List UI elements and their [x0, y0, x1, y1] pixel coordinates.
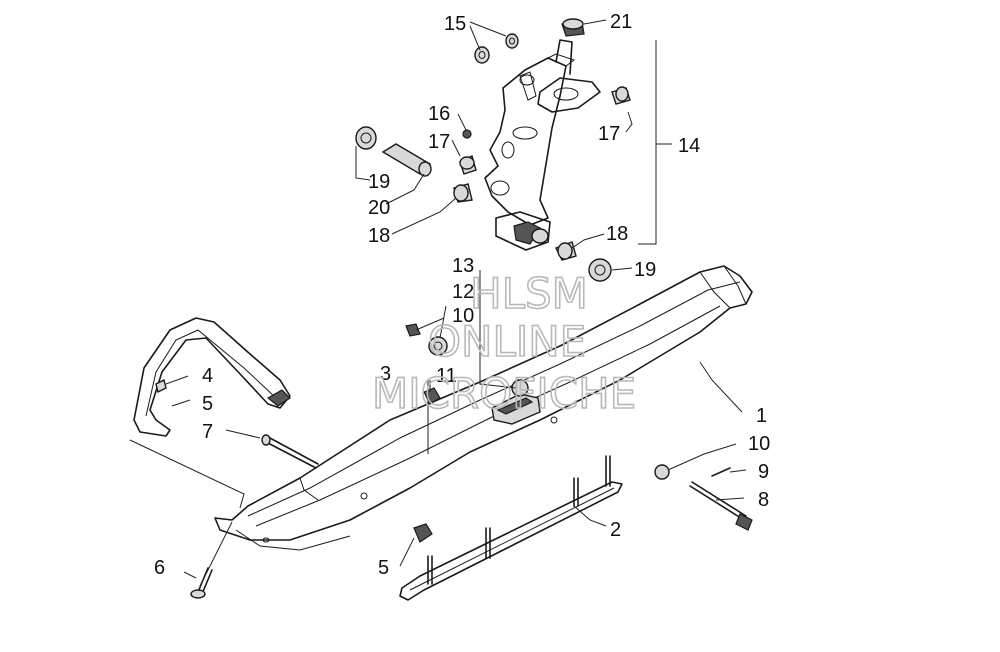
fasteners: [190, 323, 753, 599]
callout-5-lower: 5: [378, 557, 389, 579]
ski-body: [214, 265, 753, 551]
callout-20: 20: [368, 197, 390, 219]
watermark-line-3: MICROFICHE: [372, 369, 636, 418]
callout-4: 4: [202, 365, 213, 387]
callout-19-right: 19: [634, 259, 656, 281]
callout-15: 15: [444, 13, 466, 35]
callout-19-left: 19: [368, 171, 390, 193]
callout-21: 21: [610, 11, 632, 33]
watermark: HLSM ONLINE MICROFICHE: [371, 268, 637, 419]
callout-2: 2: [610, 519, 621, 541]
callout-6: 6: [154, 557, 165, 579]
callout-7: 7: [202, 421, 213, 443]
spindle-hardware: [355, 18, 631, 282]
spindle-assembly: [484, 39, 601, 251]
callout-14: 14: [678, 135, 700, 157]
callout-10-upper: 10: [452, 305, 474, 327]
watermark-line-1: HLSM: [470, 269, 588, 318]
callout-13: 13: [452, 255, 474, 277]
callout-18-left: 18: [368, 225, 390, 247]
leader-lines: [129, 19, 747, 587]
callout-9: 9: [758, 461, 769, 483]
callout-17-right: 17: [598, 123, 620, 145]
callout-8: 8: [758, 489, 769, 511]
callout-16: 16: [428, 103, 450, 125]
callout-5-upper: 5: [202, 393, 213, 415]
ski-handle: [133, 317, 291, 437]
wear-bar: [399, 455, 623, 601]
callout-1: 1: [756, 405, 767, 427]
callout-10-lower: 10: [748, 433, 770, 455]
callout-12: 12: [452, 281, 474, 303]
callout-3: 3: [380, 363, 391, 385]
callout-18-right: 18: [606, 223, 628, 245]
callout-17-left: 17: [428, 131, 450, 153]
watermark-line-2: ONLINE: [428, 317, 586, 366]
callout-11: 11: [436, 365, 457, 387]
callout-labels: 1 2 3 4 5 5 6 7 8 9 10 10 11 12 13 14 15…: [154, 11, 770, 579]
